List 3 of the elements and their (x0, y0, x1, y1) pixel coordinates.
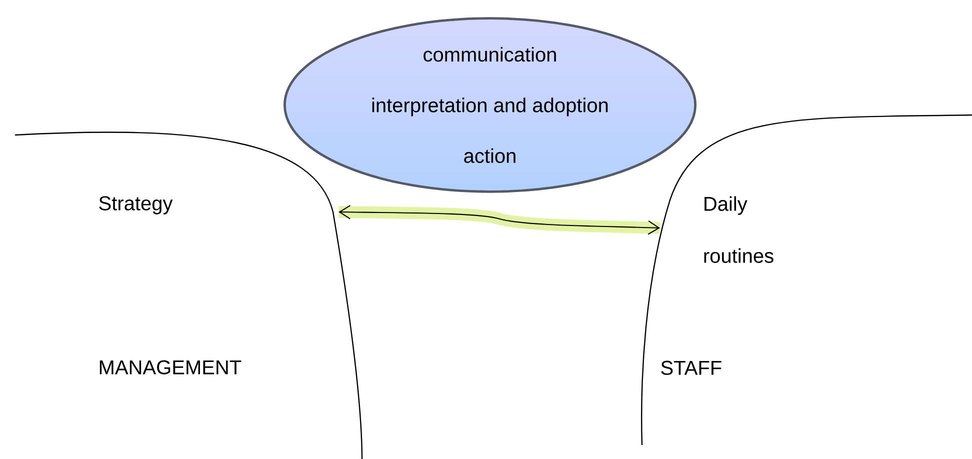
cliff: Daily routines STAFF (641, 114, 972, 445)
double-arrow (338, 205, 660, 235)
cliff: Strategy MANAGEMENT (14, 132, 363, 459)
